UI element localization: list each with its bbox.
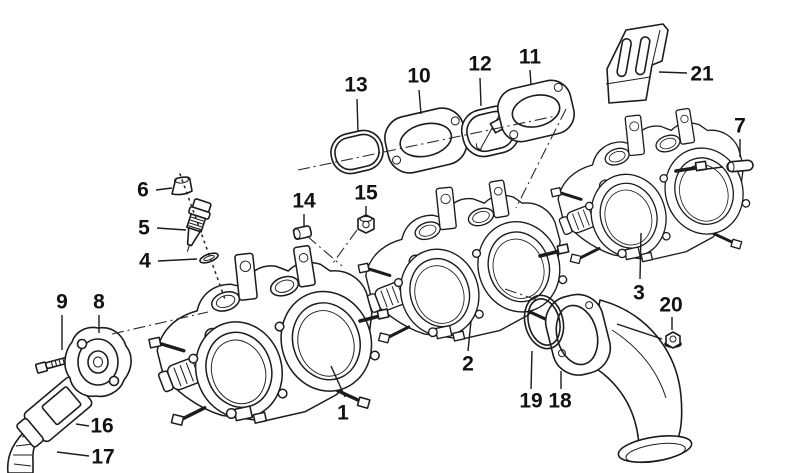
- leader-line-1: [330, 365, 346, 398]
- part-label-5: 5: [138, 217, 150, 240]
- leader-line-11: [529, 69, 532, 86]
- leader-line-12: [479, 77, 482, 107]
- leader-line-3: [639, 232, 642, 280]
- part-label-6: 6: [137, 179, 149, 202]
- part-7-dowel-pin: [726, 159, 754, 173]
- part-label-2: 2: [462, 353, 474, 376]
- part-5-valve: [186, 198, 212, 252]
- part-6-cap: [171, 176, 193, 196]
- leader-line-10: [418, 89, 422, 115]
- part-15-nut: [357, 214, 375, 234]
- part-label-18: 18: [548, 390, 572, 413]
- part-label-15: 15: [354, 182, 378, 205]
- part-1-throttle-body-assembly: [147, 243, 390, 432]
- part-label-7: 7: [734, 115, 746, 138]
- part-label-10: 10: [407, 65, 430, 88]
- part-13-gasket-ring: [330, 129, 384, 175]
- leader-line-21: [658, 71, 688, 74]
- part-label-16: 16: [90, 415, 113, 438]
- part-8-throttle-position-sensor: [64, 326, 132, 398]
- part-label-3: 3: [633, 282, 645, 305]
- part-label-11: 11: [519, 46, 542, 69]
- leader-line-6: [155, 187, 173, 191]
- part-label-20: 20: [659, 294, 682, 317]
- leader-line-7: [698, 166, 724, 171]
- part-14-bushing: [292, 225, 313, 241]
- part-label-17: 17: [91, 446, 114, 469]
- part-2-throttle-body-assembly: [356, 178, 575, 349]
- part-4-seal-washer: [199, 252, 219, 264]
- leader-line-20: [616, 323, 663, 340]
- leader-line-19: [530, 350, 533, 390]
- part-label-19: 19: [519, 390, 542, 413]
- construction-lines: [111, 108, 567, 335]
- part-10-flange-gasket: [384, 107, 468, 174]
- part-label-13: 13: [344, 74, 367, 97]
- part-19-oring: [523, 294, 565, 350]
- part-3-throttle-body-assembly: [549, 106, 757, 269]
- part-label-9: 9: [56, 291, 68, 314]
- leader-line-2: [467, 320, 472, 352]
- leader-line-4: [157, 258, 198, 262]
- part-label-4: 4: [139, 250, 151, 273]
- part-label-8: 8: [93, 291, 105, 314]
- part-21-heat-shield-bracket: [605, 23, 669, 104]
- leader-line-13: [356, 98, 359, 133]
- leader-line-5: [156, 227, 187, 231]
- part-label-1: 1: [337, 402, 349, 425]
- leader-line-17: [56, 451, 90, 457]
- part-label-21: 21: [690, 63, 714, 86]
- leader-line-16: [75, 423, 90, 427]
- part-11-flange-gasket: [497, 79, 575, 143]
- part-label-14: 14: [292, 190, 316, 213]
- part-9-bolt: [34, 356, 69, 374]
- part-label-12: 12: [468, 53, 491, 76]
- part-20-nut: [664, 331, 682, 349]
